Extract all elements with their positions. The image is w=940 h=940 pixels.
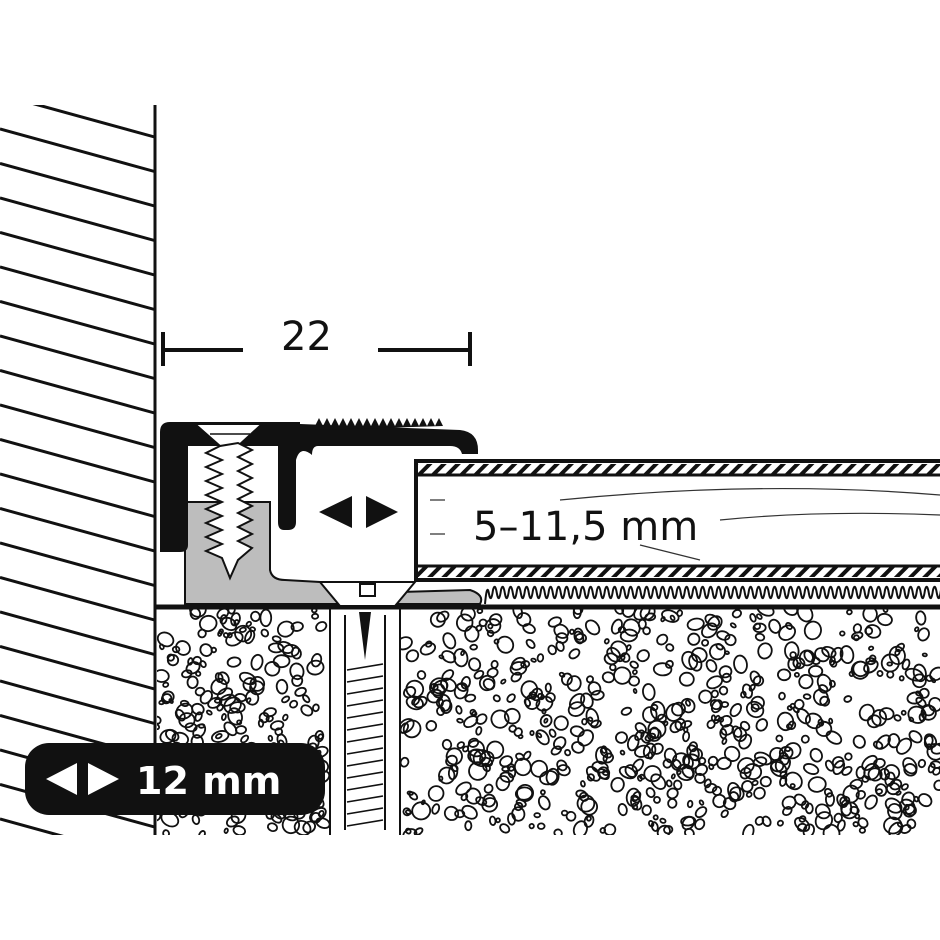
double-arrow-icon	[46, 763, 119, 795]
wall-plug	[329, 609, 401, 835]
underlay	[484, 585, 940, 605]
floor-covering	[414, 459, 940, 582]
width-dimension	[161, 332, 472, 366]
thickness-range-label: 5–11,5 mm	[473, 504, 698, 550]
profile-screw	[192, 423, 265, 581]
adjust-icon	[319, 496, 398, 528]
width-dimension-label: 22	[281, 314, 332, 360]
transition-profile	[160, 422, 478, 552]
gap-badge-label: 12 mm	[136, 759, 281, 803]
wall-hatching	[0, 105, 155, 835]
profile-grip-teeth	[315, 418, 443, 430]
gap-badge: 12 mm	[25, 743, 325, 815]
